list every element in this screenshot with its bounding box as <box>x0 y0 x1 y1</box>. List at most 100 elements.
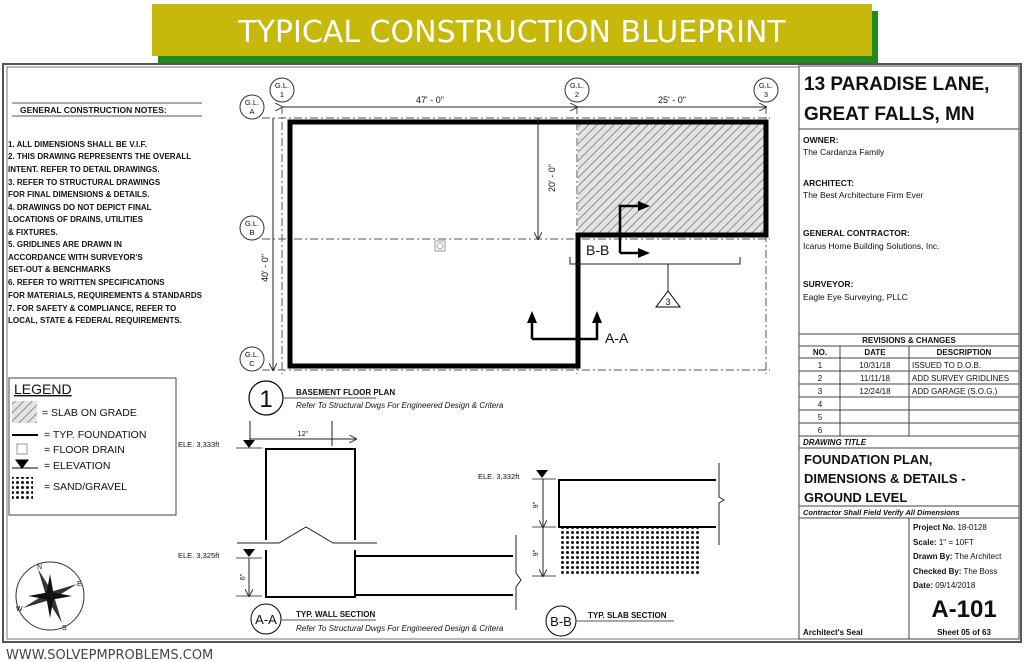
date: Date: 09/14/2018 <box>913 581 976 590</box>
revision-no: 3 <box>818 387 823 396</box>
wall-depth: 6" <box>240 573 247 580</box>
revision-description: ADD SURVEY GRIDLINES <box>912 374 1009 383</box>
note-line: FOR MATERIALS, REQUIREMENTS & STANDARDS <box>8 291 203 300</box>
address-line1: 13 PARADISE LANE, <box>804 74 989 95</box>
typ-wall-section: 12" ELE. 3,333ft ELE. 3,325ft 6" A-A TYP… <box>178 421 522 635</box>
revision-date: 11/11/18 <box>860 374 891 383</box>
gravel-thickness: 9" <box>533 549 540 556</box>
revision-row: 4 <box>799 400 1019 411</box>
drawing-title-line: DIMENSIONS & DETAILS - <box>804 471 966 486</box>
elevation-icon <box>12 459 38 469</box>
note-line: SET-OUT & BENCHMARKS <box>8 265 111 274</box>
dim-20ft: 20' - 0" <box>547 164 557 192</box>
note-line: FOR FINAL DIMENSIONS & DETAILS. <box>8 190 149 199</box>
gridline-bubble-c: G.L.C <box>239 346 265 372</box>
note-line: 5. GRIDLINES ARE DRAWN IN <box>8 240 122 249</box>
dim-40ft: 40' - 0" <box>260 254 270 282</box>
note-line: 1. ALL DIMENSIONS SHALL BE V.I.F. <box>8 140 147 149</box>
note-line: 3. REFER TO STRUCTURAL DRAWINGS <box>8 178 161 187</box>
compass-n: N <box>37 564 42 571</box>
gridline-bubble-b: G.L.B <box>239 215 265 241</box>
drawing-title-line: FOUNDATION PLAN, <box>804 452 932 467</box>
foundation-walls <box>287 119 769 369</box>
wall-width: 12" <box>297 429 308 438</box>
gridline-id: C <box>249 359 255 368</box>
revisions-title: REVISIONS & CHANGES <box>862 336 956 345</box>
floor-drain-icon <box>434 240 446 252</box>
slab-swatch-icon <box>12 401 37 423</box>
compass-w: W <box>16 606 23 613</box>
compass-s: S <box>62 625 67 632</box>
note-line: 6. REFER TO WRITTEN SPECIFICATIONS <box>8 278 165 287</box>
typ-slab-section: ELE. 3,332ft 9" 9" B-B TYP. SLAB SECTION <box>478 463 725 637</box>
rev-header-no: NO. <box>813 348 827 357</box>
note-line: & FIXTURES. <box>8 228 58 237</box>
gridline-id: A <box>249 107 254 116</box>
legend-item: = SLAB ON GRADE <box>42 407 137 419</box>
revision-description: ISSUED TO D.O.B. <box>912 361 981 370</box>
slab-ele: ELE. 3,332ft <box>478 472 520 481</box>
note-line: ACCORDANCE WITH SURVEYOR'S <box>8 253 143 262</box>
compass-rose-icon: N E S W <box>15 561 85 632</box>
surveyor-label: SURVEYOR: <box>803 279 854 289</box>
gridline-id: 2 <box>575 90 579 99</box>
slab-section-title: TYP. SLAB SECTION <box>588 611 667 620</box>
section-bb-label: B-B <box>586 242 609 258</box>
revision-no: 1 <box>818 361 823 370</box>
section-bb-cut <box>618 204 640 255</box>
gridline-id: 1 <box>280 90 284 99</box>
detail-triangle-icon <box>655 290 681 308</box>
revision-no: 2 <box>818 374 823 383</box>
section-arrow-icon <box>527 311 602 323</box>
elevation-icon <box>536 470 548 478</box>
gridline-bubble-a: G.L.A <box>239 94 265 120</box>
slab-on-grade-area <box>578 123 765 235</box>
elevation-icon <box>243 549 255 557</box>
slab-section-marker: B-B <box>550 614 572 629</box>
banner-title: TYPICAL CONSTRUCTION BLUEPRINT <box>237 15 786 50</box>
dim-25ft: 25' - 0" <box>658 95 686 105</box>
title-block: 13 PARADISE LANE, GREAT FALLS, MN OWNER:… <box>798 65 1020 640</box>
banner-background <box>152 4 872 56</box>
gridline-bubble-g1: G.L.1 <box>269 77 295 103</box>
drawing-title-line: GROUND LEVEL <box>804 490 907 505</box>
section-aa-label: A-A <box>605 330 629 346</box>
gc-value: Icarus Home Building Solutions, Inc. <box>803 241 940 251</box>
plan-number: 1 <box>259 386 272 413</box>
plan-title-block: 1 BASEMENT FLOOR PLAN Refer To Structura… <box>248 380 504 416</box>
note-line: LOCATIONS OF DRAINS, UTILITIES <box>8 215 144 224</box>
gridline-bubble-g3: G.L.3 <box>753 77 779 103</box>
owner-value: The Cardanza Family <box>803 147 885 157</box>
legend-item: = TYP. FOUNDATION <box>44 429 146 441</box>
legend-item: = ELEVATION <box>44 460 110 472</box>
section-arrow-icon <box>638 201 650 258</box>
gc-label: GENERAL CONTRACTOR: <box>803 228 910 238</box>
scale: Scale: 1" = 10FT <box>913 538 974 547</box>
footer-website[interactable]: WWW.SOLVEPMPROBLEMS.COM <box>6 648 213 662</box>
checked-by: Checked By: The Boss <box>913 567 997 576</box>
gridline-label: G.L. <box>570 81 584 90</box>
note-line: INTENT. REFER TO DETAIL DRAWINGS. <box>8 165 160 174</box>
verify-note: Contractor Shall Field Verify All Dimens… <box>803 508 960 517</box>
legend: LEGEND = SLAB ON GRADE = TYP. FOUNDATION… <box>8 377 177 516</box>
surveyor-value: Eagle Eye Surveying, PLLC <box>803 292 908 302</box>
drawing-title-label: DRAWING TITLE <box>803 438 867 447</box>
project-no: Project No. 18-0128 <box>913 523 987 532</box>
drawn-by: Drawn By: The Architect <box>913 552 1002 561</box>
architect-seal-label: Architect's Seal <box>803 628 863 637</box>
section-aa-cut <box>530 316 599 341</box>
notes-heading: GENERAL CONSTRUCTION NOTES: <box>20 105 167 115</box>
sand-gravel-fill <box>559 528 701 576</box>
sheet-border <box>2 63 1022 643</box>
revision-row: 5 <box>799 413 1019 424</box>
wall-section-marker: A-A <box>255 612 277 627</box>
rev-header-description: DESCRIPTION <box>937 348 992 357</box>
basement-floor-plan: 47' - 0" 25' - 0" 40' - 0" 20' - 0" G.L.… <box>239 77 779 374</box>
note-line: 2. THIS DRAWING REPRESENTS THE OVERALL <box>8 152 191 161</box>
elevation-icon <box>243 440 255 448</box>
revision-description: ADD GARAGE (S.O.G.) <box>912 387 998 396</box>
general-notes: GENERAL CONSTRUCTION NOTES: 1. ALL DIMEN… <box>8 102 203 325</box>
gridline-id: 3 <box>764 90 768 99</box>
detail-ref: 3 <box>665 297 670 307</box>
